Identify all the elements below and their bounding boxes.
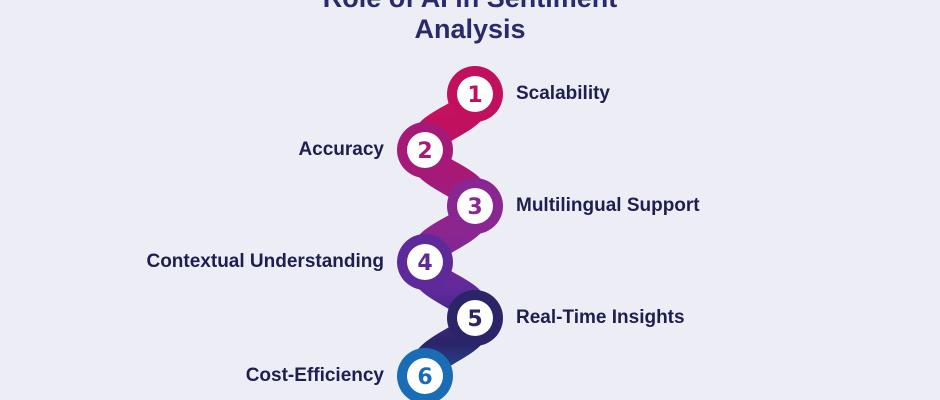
step-number-6: 6 — [417, 365, 432, 390]
diagram-title-line-2: Analysis — [414, 14, 526, 44]
step-label-3: Multilingual Support — [516, 195, 700, 216]
step-number-1: 1 — [467, 83, 482, 108]
step-label-1: Scalability — [516, 83, 610, 104]
step-disc-2 — [407, 132, 443, 168]
step-number-4: 4 — [417, 251, 432, 276]
step-label-4: Contextual Understanding — [146, 251, 384, 272]
step-disc-6 — [407, 358, 443, 394]
step-label-2: Accuracy — [298, 139, 384, 160]
step-node-6: 6 — [397, 348, 453, 400]
step-number-3: 3 — [467, 195, 482, 220]
step-number-2: 2 — [417, 139, 432, 164]
step-node-5: 5 — [447, 290, 503, 346]
step-node-3: 3 — [447, 178, 503, 234]
step-label-6: Cost-Efficiency — [245, 365, 384, 386]
step-disc-3 — [457, 188, 493, 224]
step-number-5: 5 — [467, 307, 482, 332]
diagram-title-line-1: Role of AI in Sentiment — [0, 0, 940, 15]
step-disc-5 — [457, 300, 493, 336]
step-node-2: 2 — [397, 122, 453, 178]
step-disc-1 — [457, 76, 493, 112]
step-node-1: 1 — [447, 66, 503, 122]
step-node-4: 4 — [397, 234, 453, 290]
step-label-5: Real-Time Insights — [516, 307, 685, 328]
step-disc-4 — [407, 244, 443, 280]
